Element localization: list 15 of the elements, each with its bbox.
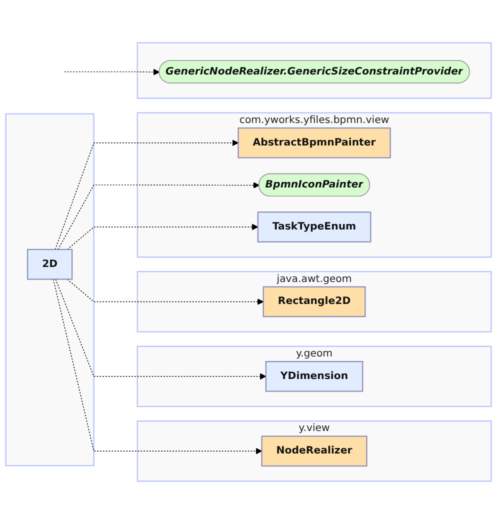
arrow (64, 68, 160, 76)
cluster (5, 113, 94, 466)
node-box: NodeRealizer (261, 436, 368, 467)
arrow (58, 182, 260, 250)
node-box: Rectangle2D (262, 286, 366, 318)
node-box: TaskTypeEnum (257, 212, 372, 242)
node-box: 2D (27, 248, 73, 280)
arrow (55, 278, 266, 380)
arrow (66, 278, 264, 305)
arrow (66, 224, 258, 250)
node-box: YDimension (265, 361, 364, 392)
node-box: AbstractBpmnPainter (238, 127, 391, 158)
cluster (136, 42, 492, 99)
arrow (54, 140, 239, 250)
arrow (52, 278, 262, 454)
